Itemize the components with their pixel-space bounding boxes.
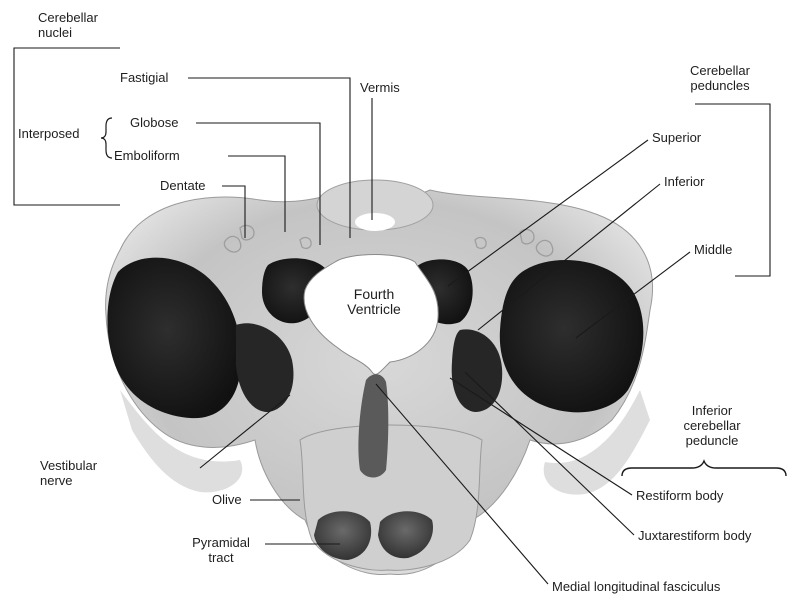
interposed-brace [101,118,112,158]
label-dentate: Dentate [160,178,206,193]
label-emboliform: Emboliform [114,148,180,163]
label-middle: Middle [694,242,732,257]
label-vestibular-nerve: Vestibular nerve [40,458,160,488]
label-superior: Superior [652,130,701,145]
right-middle-peduncle [500,260,644,412]
label-fourth-ventricle: Fourth Ventricle [324,287,424,317]
label-cerebellar-peduncles: Cerebellar peduncles [670,63,770,93]
label-globose: Globose [130,115,178,130]
label-juxtarestiform-body: Juxtarestiform body [638,528,751,543]
icp-brace [622,461,786,476]
label-fastigial: Fastigial [120,70,168,85]
label-pyramidal-tract: Pyramidal tract [178,535,264,565]
vermis-gap-white [355,213,395,231]
label-vermis: Vermis [360,80,400,95]
label-interposed: Interposed [18,126,79,141]
label-inferior: Inferior [664,174,704,189]
label-olive: Olive [212,492,242,507]
label-restiform-body: Restiform body [636,488,723,503]
label-medial-longitudinal-fasciculus: Medial longitudinal fasciculus [552,579,720,594]
label-inferior-cerebellar-peduncle: Inferior cerebellar peduncle [662,403,762,448]
left-pyramidal-tract [314,511,371,560]
label-cerebellar-nuclei: Cerebellar nuclei [38,10,118,40]
